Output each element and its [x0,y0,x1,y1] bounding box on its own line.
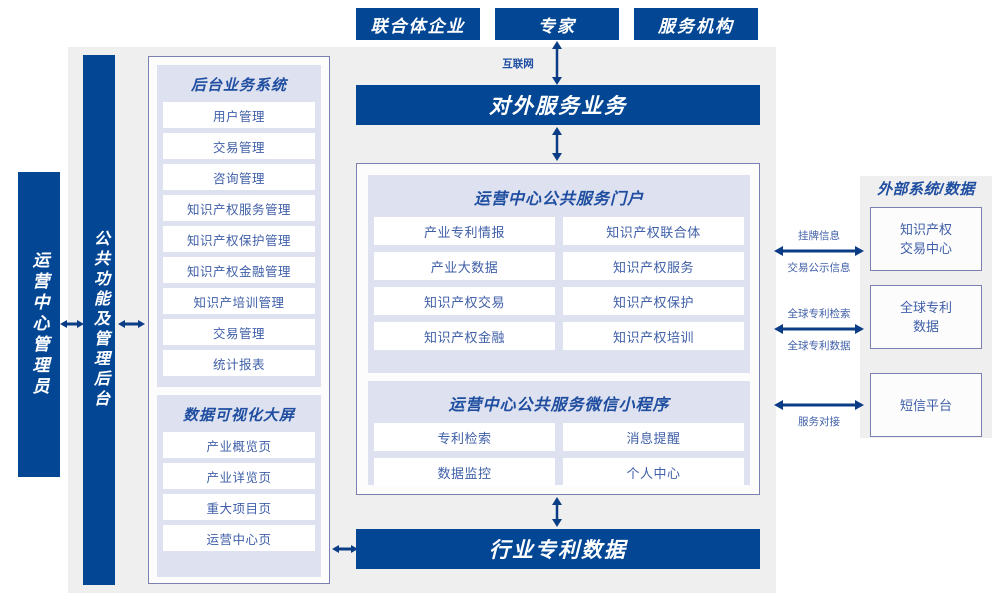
mini-item[interactable]: 消息提醒 [563,423,744,451]
actor-box-agency: 服务机构 [634,8,758,40]
group-title-backend: 后台业务系统 [190,77,287,94]
external-system-ip-trading-center: 知识产权 交易中心 [870,207,982,271]
operator-role-label: 运营中心管理员 [29,251,49,398]
external-system-label: 短信平台 [899,397,952,413]
module-item[interactable]: 交易管理 [163,133,315,159]
group-title-visualization: 数据可视化大屏 [182,407,295,424]
mini-row: 专利检索 消息提醒 [374,423,744,451]
module-item[interactable]: 重大项目页 [163,494,315,520]
arrow-service-portal [552,127,562,161]
left-modules-container: 后台业务系统 用户管理 交易管理 咨询管理 知识产权服务管理 知识产权保护管理 … [148,56,330,584]
portal-row: 知识产权交易 知识产权保护 [374,287,744,315]
arrow-ip-trading-link [774,246,864,256]
arrow-portal-industry-data [552,497,562,527]
external-service-business-bar: 对外服务业务 [356,85,760,125]
arrow-internet-link [552,41,562,85]
arrow-sms-platform-link [774,400,864,410]
mini-row: 数据监控 个人中心 [374,458,744,486]
mini-item[interactable]: 个人中心 [563,458,744,486]
link-label-global-patent-data: 全球专利数据 [787,340,851,352]
portal-item[interactable]: 产业大数据 [374,252,555,280]
module-item[interactable]: 交易管理 [163,319,315,345]
portal-item[interactable]: 知识产权金融 [374,322,555,350]
link-label-global-patent-search: 全球专利检索 [787,308,851,320]
module-item[interactable]: 咨询管理 [163,164,315,190]
module-item[interactable]: 知识产权服务管理 [163,195,315,221]
group-title-portal: 运营中心公共服务门户 [473,191,644,208]
mini-item[interactable]: 专利检索 [374,423,555,451]
external-system-label: 全球专利 数据 [899,300,952,334]
actor-box-expert: 专家 [495,8,619,40]
link-label-trade-public-info: 交易公示信息 [787,262,851,274]
portal-item[interactable]: 知识产权联合体 [563,217,744,245]
portal-item[interactable]: 知识产权保护 [563,287,744,315]
arrow-backend-modules [118,320,145,328]
link-label-service-docking: 服务对接 [798,416,840,428]
backend-platform-bar: 公共功能及管理后台 [83,55,115,585]
group-data-visualization-screen: 数据可视化大屏 产业概览页 产业详览页 重大项目页 运营中心页 [157,395,321,577]
module-item[interactable]: 运营中心页 [163,525,315,551]
group-public-service-portal: 运营中心公共服务门户 产业专利情报 知识产权联合体 产业大数据 知识产权服务 知… [368,175,750,373]
link-label-listing-info: 挂牌信息 [798,230,840,242]
arrow-global-patent-link [774,324,864,334]
group-wechat-mini-program: 运营中心公共服务微信小程序 专利检索 消息提醒 数据监控 个人中心 [368,381,750,486]
portal-row: 产业大数据 知识产权服务 [374,252,744,280]
module-item[interactable]: 用户管理 [163,102,315,128]
mini-item[interactable]: 数据监控 [374,458,555,486]
module-item[interactable]: 产业概览页 [163,432,315,458]
external-systems-title: 外部系统/数据 [877,181,975,198]
backend-platform-label: 公共功能及管理后台 [91,230,108,410]
external-system-label: 知识产权 交易中心 [899,222,952,256]
portal-item[interactable]: 产业专利情报 [374,217,555,245]
module-item[interactable]: 知识产权金融管理 [163,257,315,283]
module-item[interactable]: 统计报表 [163,350,315,376]
actor-box-consortium: 联合体企业 [356,8,480,40]
portal-item[interactable]: 知识产权交易 [374,287,555,315]
portal-item[interactable]: 知识产权服务 [563,252,744,280]
operator-role-bar: 运营中心管理员 [18,172,60,477]
external-system-global-patent-data: 全球专利 数据 [870,285,982,349]
group-backend-business-system: 后台业务系统 用户管理 交易管理 咨询管理 知识产权服务管理 知识产权保护管理 … [157,65,321,387]
module-item[interactable]: 知识产权保护管理 [163,226,315,252]
portal-row: 产业专利情报 知识产权联合体 [374,217,744,245]
module-item[interactable]: 产业详览页 [163,463,315,489]
arrow-operator-backend [60,320,84,328]
internet-link-label: 互联网 [502,58,534,70]
external-system-sms-platform: 短信平台 [870,373,982,437]
group-title-mini-program: 运营中心公共服务微信小程序 [448,397,670,414]
portal-item[interactable]: 知识产权培训 [563,322,744,350]
module-item[interactable]: 知识产培训管理 [163,288,315,314]
portal-container: 运营中心公共服务门户 产业专利情报 知识产权联合体 产业大数据 知识产权服务 知… [356,163,760,495]
industry-patent-data-bar: 行业专利数据 [356,529,760,569]
portal-row: 知识产权金融 知识产权培训 [374,322,744,350]
arrow-modules-industry-data [332,545,358,553]
